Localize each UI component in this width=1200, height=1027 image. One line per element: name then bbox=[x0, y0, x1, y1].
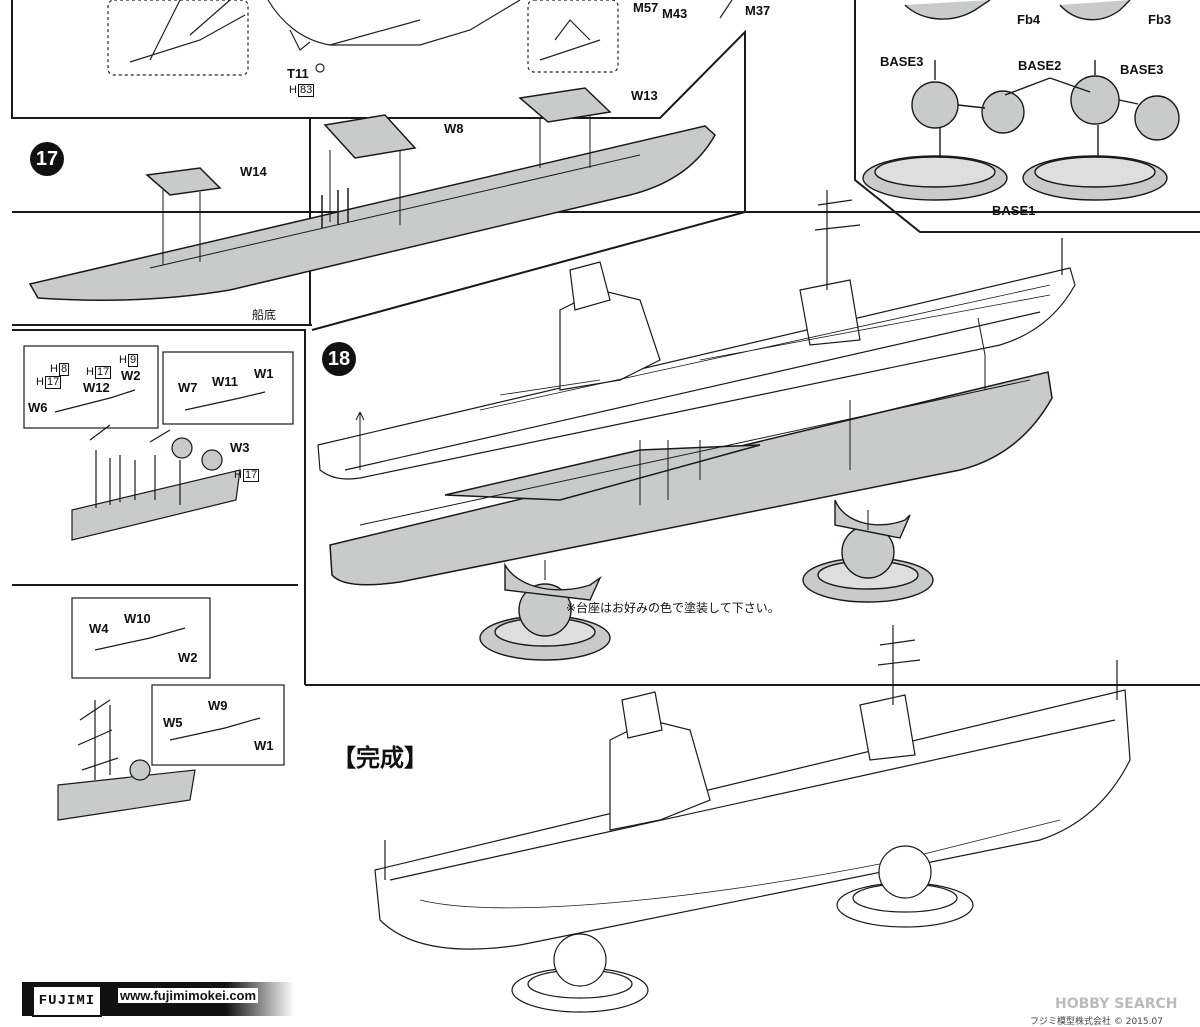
part-label-w4: W4 bbox=[89, 621, 109, 636]
part-label-w6: W6 bbox=[28, 400, 48, 415]
part-label-t11: T11 bbox=[287, 66, 309, 81]
part-label-base2: BASE2 bbox=[1018, 58, 1062, 73]
part-label-w5: W5 bbox=[163, 715, 183, 730]
part-label-w3: W3 bbox=[230, 440, 250, 455]
part-label-m43: M43 bbox=[662, 6, 688, 21]
hull-bottom-label: 船底 bbox=[252, 308, 277, 322]
part-label-base3-right: BASE3 bbox=[1120, 62, 1164, 77]
part-label-m57: M57 bbox=[633, 0, 659, 15]
part-label-base1: BASE1 bbox=[992, 203, 1036, 218]
part-label-m37: M37 bbox=[745, 3, 771, 18]
stand-paint-note: ※台座はお好みの色で塗装して下さい。 bbox=[566, 601, 780, 615]
frame-top-step bbox=[11, 0, 746, 213]
part-label-fb4: Fb4 bbox=[1017, 12, 1041, 27]
fujimi-logo: FUJIMI bbox=[32, 985, 102, 1017]
part-label-w1-a: W1 bbox=[254, 366, 274, 381]
part-label-w7: W7 bbox=[178, 380, 198, 395]
part-label-w10: W10 bbox=[124, 611, 151, 626]
part-w13-shape bbox=[518, 87, 612, 123]
website-url[interactable]: www.fujimimokei.com bbox=[118, 988, 259, 1003]
part-label-w11: W11 bbox=[212, 374, 239, 389]
completed-title: 【完成】 bbox=[332, 744, 428, 772]
part-label-w1-b: W1 bbox=[254, 738, 274, 753]
part-label-w2-a: W2 bbox=[121, 368, 141, 383]
part-w14-shape bbox=[145, 167, 222, 196]
copyright-line: フジミ模型株式会社 © 2015.07 bbox=[1030, 1017, 1163, 1027]
part-label-base3-left: BASE3 bbox=[880, 54, 924, 69]
step18-lower-hull bbox=[329, 371, 1053, 586]
part-label-w9: W9 bbox=[208, 698, 228, 713]
part-label-w8: W8 bbox=[444, 121, 464, 136]
part-label-w14: W14 bbox=[240, 164, 267, 179]
step-17-badge: 17 bbox=[30, 142, 64, 176]
completed-ship-hull bbox=[374, 689, 1131, 950]
frame-base-panel bbox=[854, 0, 1200, 233]
part-label-w13: W13 bbox=[631, 88, 658, 103]
frame-left-col bbox=[12, 329, 306, 685]
step-18-badge: 18 bbox=[322, 342, 356, 376]
part-label-w2-b: W2 bbox=[178, 650, 198, 665]
watermark: HOBBY SEARCH bbox=[1055, 996, 1178, 1012]
part-label-fb3: Fb3 bbox=[1148, 12, 1172, 27]
part-w8-shape bbox=[323, 114, 417, 159]
part-label-w12: W12 bbox=[83, 380, 110, 395]
